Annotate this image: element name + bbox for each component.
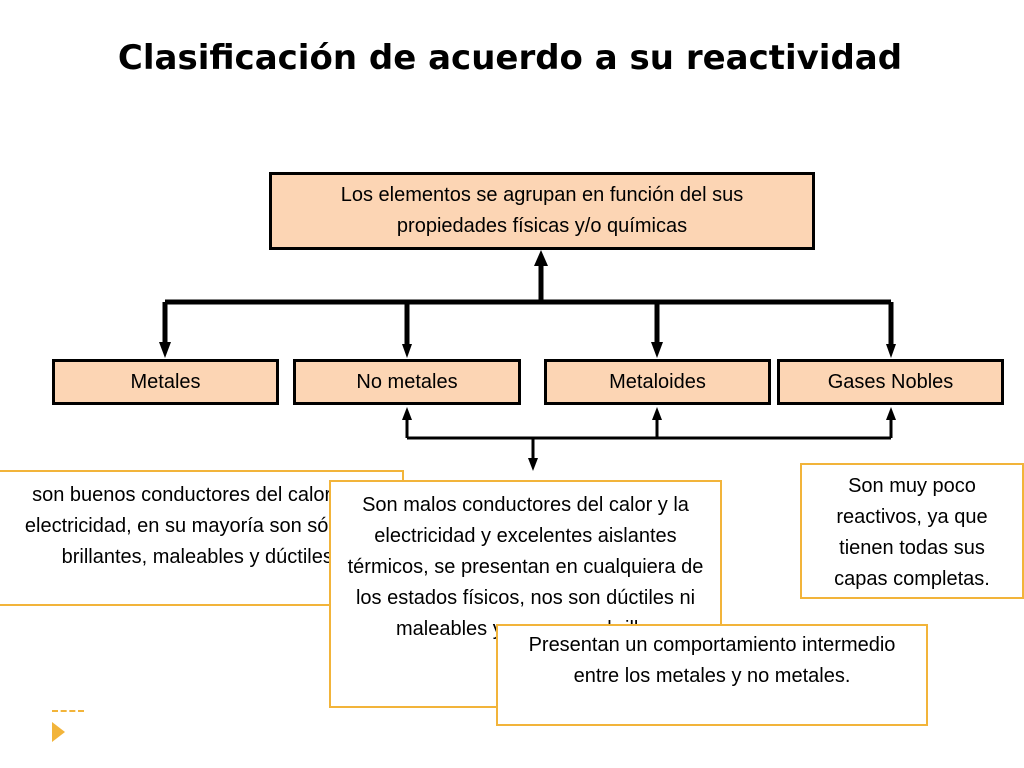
note-metales-text: son buenos conductores del calor y la el…	[24, 484, 376, 568]
dashed-divider	[52, 710, 84, 714]
note-metaloides-text: Presentan un comportamiento intermedio e…	[528, 634, 896, 687]
note-gases-nobles: Son muy poco reactivos, ya que tienen to…	[800, 463, 1024, 599]
arrow-up-nometales	[402, 407, 412, 420]
note-gases-nobles-text: Son muy poco reactivos, ya que tienen to…	[834, 475, 990, 590]
category-metaloides-label: Metaloides	[609, 370, 706, 393]
category-gases-nobles: Gases Nobles	[777, 359, 1004, 405]
arrow-down-center	[528, 458, 538, 471]
arrow-up-gases	[886, 407, 896, 420]
note-no-metales-text: Son malos conductores del calor y la ele…	[347, 494, 704, 640]
slide-title: Clasificación de acuerdo a su reactivida…	[117, 38, 903, 78]
top-connector	[162, 258, 894, 346]
root-text: Los elementos se agrupan en función del …	[340, 184, 744, 237]
arrow-up-metaloides	[652, 407, 662, 420]
category-gases-nobles-label: Gases Nobles	[827, 370, 954, 393]
category-no-metales-label: No metales	[356, 370, 458, 393]
arrow-down-nometales	[402, 344, 412, 358]
category-metales: Metales	[52, 359, 279, 405]
arrow-down-metales	[159, 342, 171, 358]
play-icon[interactable]	[52, 722, 65, 742]
bottom-arrowheads	[402, 407, 896, 471]
root-box: Los elementos se agrupan en función del …	[269, 172, 815, 250]
bottom-connector	[405, 420, 893, 460]
note-metaloides: Presentan un comportamiento intermedio e…	[496, 624, 928, 726]
arrow-down-metaloides	[651, 342, 663, 358]
arrow-down-gases	[886, 344, 896, 358]
category-no-metales: No metales	[293, 359, 521, 405]
arrowheads	[159, 250, 896, 358]
category-metaloides: Metaloides	[544, 359, 771, 405]
arrow-up-root	[534, 250, 548, 266]
category-metales-label: Metales	[130, 370, 201, 393]
